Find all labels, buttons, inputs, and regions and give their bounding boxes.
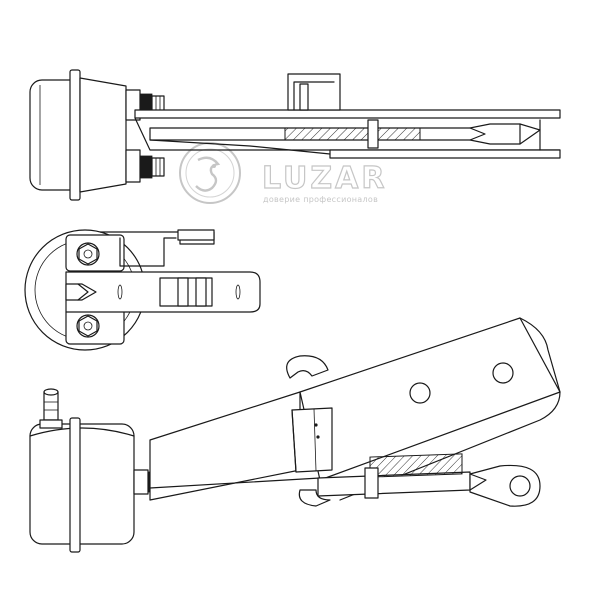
luzar-emblem xyxy=(179,142,241,204)
iso-lower-hook xyxy=(298,489,331,507)
lower-nut xyxy=(139,155,153,179)
actuator-end-view xyxy=(24,229,261,351)
iso-rod-sleeve-section xyxy=(369,453,463,478)
top-clip xyxy=(287,73,341,111)
bracket-hole-right xyxy=(492,362,514,384)
rod-collar xyxy=(367,119,379,149)
iso-canister-body xyxy=(29,423,135,545)
actuator-top-view xyxy=(29,69,561,201)
canister-flange xyxy=(69,69,81,201)
rod-sleeve-section xyxy=(284,127,421,141)
bracket-lower-plate xyxy=(329,149,561,159)
end-rod-pin xyxy=(65,283,97,301)
actuator-isometric-view xyxy=(29,317,561,553)
bracket-plate xyxy=(134,109,561,119)
end-bracket-top xyxy=(177,229,215,241)
iso-rod-eye-hole xyxy=(509,475,531,497)
bracket-hole-left xyxy=(409,382,431,404)
iso-rod-collar xyxy=(364,467,379,499)
lever-arm xyxy=(149,139,331,155)
lower-stud xyxy=(125,149,141,183)
watermark-tagline: доверие профессионалов xyxy=(263,195,378,204)
luzar-watermark: LUZAR доверие профессионалов xyxy=(179,142,387,204)
iso-stud xyxy=(133,469,149,495)
lower-nut-washer xyxy=(151,157,165,177)
iso-canister-flange xyxy=(69,417,81,553)
vacuum-nipple xyxy=(43,391,59,421)
watermark-brand: LUZAR xyxy=(262,161,387,196)
iso-hook-clip xyxy=(286,355,329,379)
canister-cap xyxy=(79,77,127,193)
iso-band xyxy=(291,407,333,473)
